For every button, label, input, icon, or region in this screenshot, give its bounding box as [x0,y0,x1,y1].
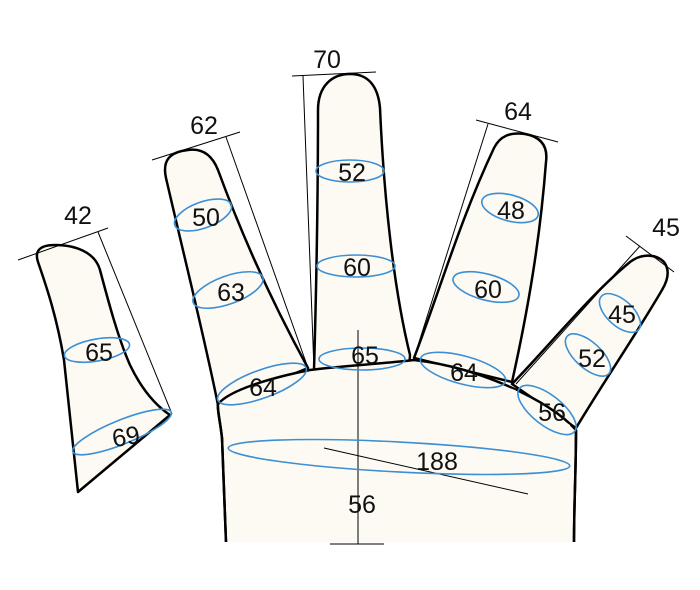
middle-top-label: 52 [338,159,366,187]
index-top-ring [480,192,540,224]
middle-mid-ring [316,254,396,278]
thumb-top-ring [598,292,642,334]
ring-finger-outline [163,148,310,407]
middle-top-ring [315,159,385,183]
palm-length-label: 56 [348,491,376,519]
ring-top-ring [173,198,233,232]
palm-crease-line [323,447,529,495]
index-base-label: 64 [450,359,478,387]
pinky-base-ring [71,408,173,456]
palm-ring [227,438,571,476]
pinky-outline [35,243,172,494]
index-top-label: 48 [497,197,525,225]
pinky-base-label: 69 [110,421,142,453]
palm-length-line [330,330,384,545]
ring-length-line [151,131,309,369]
middle-base-ring [318,347,406,371]
ring-mid-label: 63 [217,279,245,307]
middle-finger-outline [312,72,412,372]
ring-top-label: 50 [192,204,220,232]
palm-fill [222,369,570,540]
middle-length-line [291,71,377,371]
thumb-mid-label: 52 [578,345,606,373]
ring-base-ring [216,362,308,406]
palm-left-edge [216,403,228,543]
ring-base-label: 64 [249,374,277,402]
index-length-line [413,119,559,359]
palm-right-edge [572,429,578,543]
thumb-mid-ring [564,333,612,377]
thumb-length-label: 45 [652,214,680,242]
middle-base-label: 65 [351,342,379,370]
index-mid-ring [452,270,520,304]
ring-length-label: 62 [190,112,218,140]
thumb-outline [510,254,669,430]
pinky-length-line [17,227,173,415]
index-finger-outline [412,132,548,384]
pinky-mid-ring [63,336,131,364]
ring-mid-ring [192,270,264,310]
thumb-top-label: 45 [608,301,636,329]
thumb-length-line [515,235,675,385]
index-mid-label: 60 [474,276,502,304]
thumb-base-ring [517,384,577,436]
thumb-base-label: 56 [538,399,566,427]
middle-length-label: 70 [313,46,341,74]
pinky-mid-label: 65 [85,339,113,367]
middle-mid-label: 60 [343,254,371,282]
index-base-ring [419,351,507,389]
pinky-length-label: 42 [64,202,92,230]
palm-circumference-label: 188 [416,448,458,476]
index-length-label: 64 [504,98,532,126]
